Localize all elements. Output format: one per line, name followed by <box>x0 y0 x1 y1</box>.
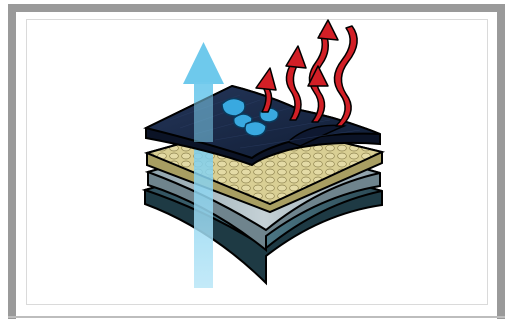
vapor-arrow-overlay <box>194 82 213 142</box>
heat-arrow-icon <box>308 34 328 122</box>
droplet-icon <box>245 121 266 136</box>
droplet-icon <box>222 98 245 116</box>
